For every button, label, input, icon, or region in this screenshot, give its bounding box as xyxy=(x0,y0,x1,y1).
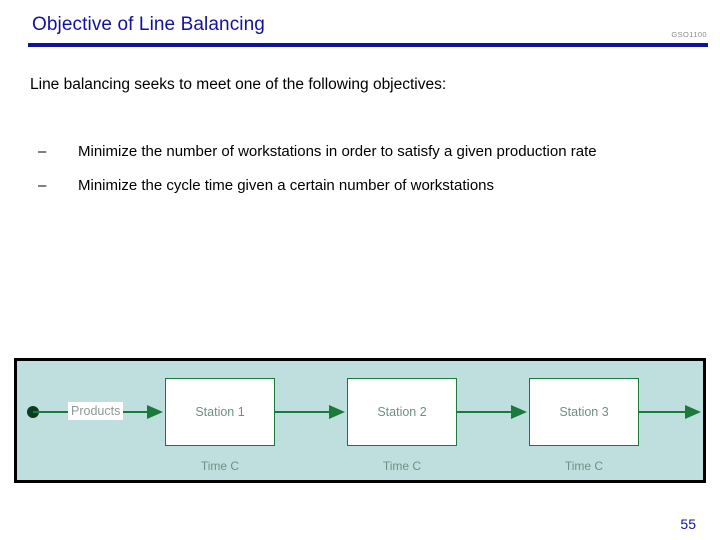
dash-bullet-icon: – xyxy=(38,177,47,194)
station-label: Station 3 xyxy=(559,405,609,419)
list-item-text: Minimize the cycle time given a certain … xyxy=(78,177,495,194)
objectives-list: – Minimize the number of workstations in… xyxy=(0,141,720,209)
production-line-diagram: Products Station 1 Station 2 Station 3 T… xyxy=(14,358,706,483)
products-input-label: Products xyxy=(68,402,124,420)
station-time-label: Time C xyxy=(200,459,240,473)
station-time-label: Time C xyxy=(564,459,604,473)
page-title: Objective of Line Balancing xyxy=(32,14,265,35)
arrowhead-icon xyxy=(147,405,163,419)
station-box-3: Station 3 xyxy=(529,378,639,446)
list-item-text: Minimize the number of workstations in o… xyxy=(78,143,597,160)
dash-bullet-icon: – xyxy=(38,143,47,160)
page-number: 55 xyxy=(680,516,696,532)
header-divider xyxy=(28,43,708,47)
station-label: Station 2 xyxy=(377,405,427,419)
station-time-label: Time C xyxy=(382,459,422,473)
station-label: Station 1 xyxy=(195,405,245,419)
lead-paragraph: Line balancing seeks to meet one of the … xyxy=(30,76,447,93)
station-box-2: Station 2 xyxy=(347,378,457,446)
arrowhead-icon xyxy=(511,405,527,419)
list-item: – Minimize the cycle time given a certai… xyxy=(0,175,720,196)
station-box-1: Station 1 xyxy=(165,378,275,446)
arrowhead-icon xyxy=(329,405,345,419)
slide-header: Objective of Line Balancing GSO1100 xyxy=(0,0,720,52)
course-code-label: GSO1100 xyxy=(671,30,707,39)
list-item: – Minimize the number of workstations in… xyxy=(0,141,720,162)
arrowhead-icon xyxy=(685,405,701,419)
